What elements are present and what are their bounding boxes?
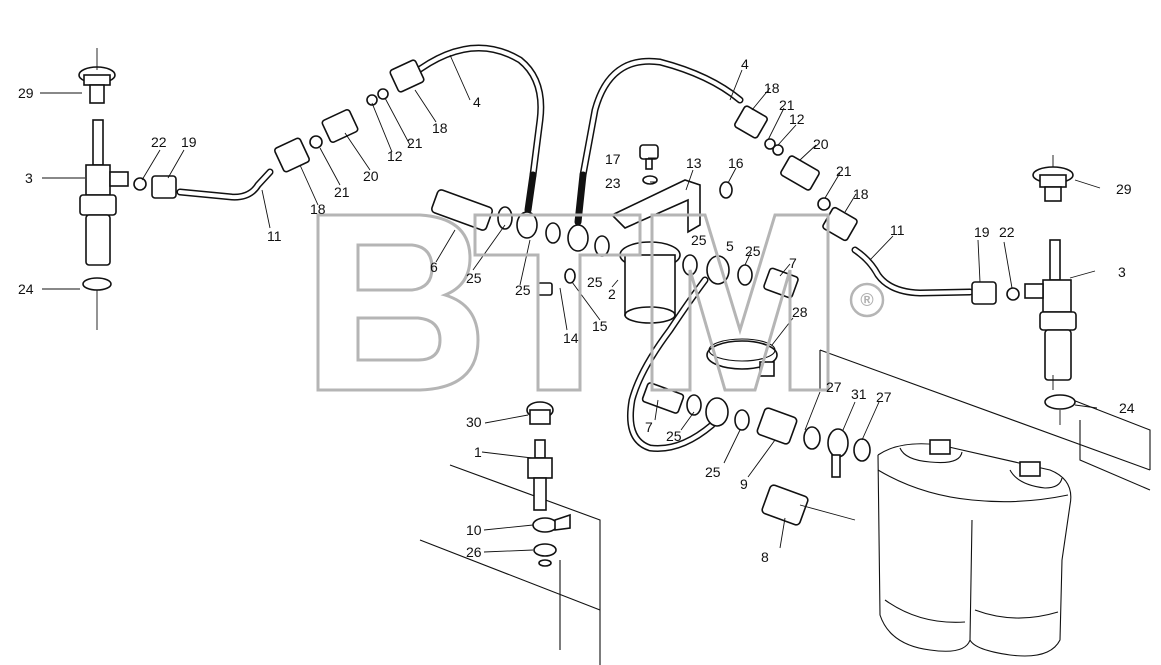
callout-3: 3 xyxy=(1118,264,1126,280)
callout-13: 13 xyxy=(686,155,702,171)
callout-11: 11 xyxy=(267,228,282,244)
callout-25: 25 xyxy=(745,243,761,259)
callout-21: 21 xyxy=(407,135,423,151)
callout-29: 29 xyxy=(1116,181,1132,197)
callout-4: 4 xyxy=(473,94,481,110)
callout-12: 12 xyxy=(387,148,403,164)
callout-20: 20 xyxy=(813,136,829,152)
registered-mark: ® xyxy=(860,290,873,310)
callout-27: 27 xyxy=(826,379,842,395)
callout-25: 25 xyxy=(466,270,482,286)
callout-3: 3 xyxy=(25,170,33,186)
filter-bracket-and-cup xyxy=(537,144,733,324)
callout-20: 20 xyxy=(363,168,379,184)
fuel-lines xyxy=(176,44,974,453)
callout-6: 6 xyxy=(430,259,438,275)
callout-14: 14 xyxy=(563,330,579,346)
callout-8: 8 xyxy=(761,549,769,565)
callout-19: 19 xyxy=(181,134,197,150)
callout-18: 18 xyxy=(764,80,780,96)
left-line-fittings xyxy=(274,59,425,173)
callout-9: 9 xyxy=(740,476,748,492)
callout-18: 18 xyxy=(853,186,869,202)
clamp-28 xyxy=(706,338,778,377)
bottom-sensor-assembly xyxy=(526,401,571,567)
engine-block-outline xyxy=(419,349,1151,665)
right-line-fittings xyxy=(734,105,858,242)
callout-18: 18 xyxy=(432,120,448,136)
callout-25: 25 xyxy=(587,274,603,290)
callout-17: 17 xyxy=(605,151,621,167)
callout-24: 24 xyxy=(1119,400,1135,416)
left-sensor-assembly xyxy=(78,66,177,291)
callout-25: 25 xyxy=(515,282,531,298)
btm-watermark xyxy=(316,213,885,392)
callout-25: 25 xyxy=(705,464,721,480)
callout-22: 22 xyxy=(999,224,1015,240)
callout-26: 26 xyxy=(466,544,482,560)
callout-28: 28 xyxy=(792,304,808,320)
callout-19: 19 xyxy=(974,224,990,240)
callout-18: 18 xyxy=(310,201,326,217)
right-sensor-assembly xyxy=(971,166,1077,410)
callout-7: 7 xyxy=(645,419,653,435)
callout-labels: 29 3 22 19 24 11 18 21 20 12 21 18 4 6 2… xyxy=(18,56,1135,565)
callout-15: 15 xyxy=(592,318,608,334)
callout-24: 24 xyxy=(18,281,34,297)
fuel-filter-housing xyxy=(877,439,1072,657)
callout-25: 25 xyxy=(691,232,707,248)
callout-12: 12 xyxy=(789,111,805,127)
callout-21: 21 xyxy=(334,184,350,200)
callout-27: 27 xyxy=(876,389,892,405)
banjo-bolts-center xyxy=(430,189,610,257)
callout-21: 21 xyxy=(836,163,852,179)
callout-21: 21 xyxy=(779,97,795,113)
callout-29: 29 xyxy=(18,85,34,101)
lower-fittings-row xyxy=(641,382,871,526)
callout-23: 23 xyxy=(605,175,621,191)
callout-16: 16 xyxy=(728,155,744,171)
callout-1: 1 xyxy=(474,444,482,460)
callout-22: 22 xyxy=(151,134,167,150)
callout-25: 25 xyxy=(666,428,682,444)
leader-lines xyxy=(40,48,1101,553)
callout-7: 7 xyxy=(789,255,797,271)
callout-11: 11 xyxy=(890,222,905,238)
callout-31: 31 xyxy=(851,386,867,402)
callout-4: 4 xyxy=(741,56,749,72)
callout-5: 5 xyxy=(726,238,734,254)
callout-10: 10 xyxy=(466,522,482,538)
callout-2: 2 xyxy=(608,286,616,302)
callout-30: 30 xyxy=(466,414,482,430)
